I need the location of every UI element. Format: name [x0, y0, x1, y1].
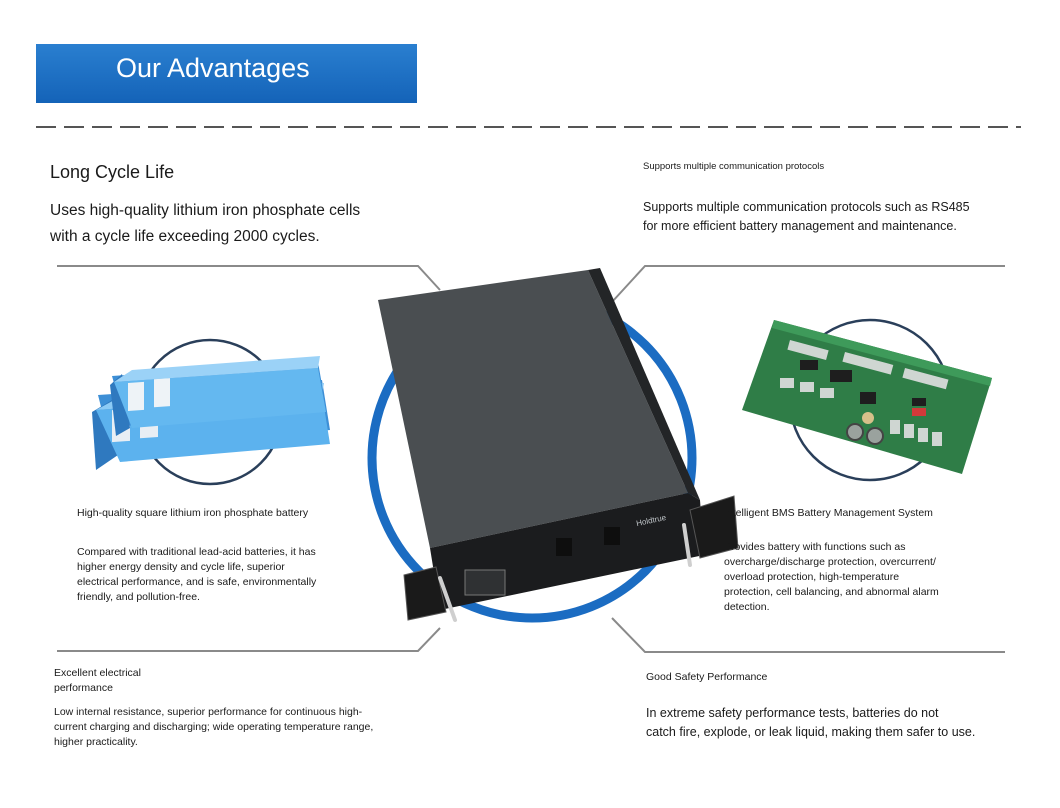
feature-bms-desc-line: Provides battery with functions such as [724, 541, 906, 553]
feature-safety-desc-line: In extreme safety performance tests, bat… [646, 706, 939, 720]
feature-cycle-life-desc: Uses high-quality lithium iron phosphate… [50, 198, 360, 250]
feature-safety-title: Good Safety Performance [646, 671, 768, 683]
feature-bms-title: Intelligent BMS Battery Management Syste… [724, 507, 933, 519]
battery-pack-illustration [378, 268, 739, 622]
feature-battery-cells-desc-line: higher energy density and cycle life, su… [77, 561, 285, 573]
feature-bms-desc-line: overcharge/discharge protection, overcur… [724, 556, 936, 568]
feature-electrical-title-line: performance [54, 682, 113, 694]
dashed-divider [36, 126, 1021, 128]
feature-electrical-desc-line: higher practicality. [54, 736, 138, 748]
feature-communication-title: Supports multiple communication protocol… [643, 161, 825, 172]
feature-electrical-desc: Low internal resistance, superior perfor… [54, 705, 373, 750]
lithium-cells-illustration [92, 356, 330, 470]
connector-line-bottom-left [57, 627, 441, 652]
feature-battery-cells-desc-line: friendly, and pollution-free. [77, 591, 200, 603]
bms-pcb-illustration [742, 320, 992, 474]
feature-battery-cells-desc: Compared with traditional lead-acid batt… [77, 545, 316, 605]
banner-title: Our Advantages [116, 53, 310, 83]
feature-cycle-life-desc-line: with a cycle life exceeding 2000 cycles. [50, 228, 320, 245]
feature-electrical-desc-line: Low internal resistance, superior perfor… [54, 706, 363, 718]
feature-bms-desc: Provides battery with functions such as … [724, 540, 939, 615]
feature-communication-desc: Supports multiple communication protocol… [643, 198, 970, 236]
feature-bms-desc-line: protection, cell balancing, and abnormal… [724, 586, 939, 598]
feature-electrical-desc-line: current charging and discharging; wide o… [54, 721, 374, 733]
feature-electrical-title-line: Excellent electrical [54, 667, 141, 679]
feature-communication-desc-line: Supports multiple communication protocol… [643, 200, 970, 214]
feature-safety-desc: In extreme safety performance tests, bat… [646, 704, 975, 742]
section-banner: Our Advantages [36, 44, 417, 103]
connector-line-bottom-right [611, 617, 1005, 653]
feature-battery-cells-desc-line: Compared with traditional lead-acid batt… [77, 546, 316, 558]
connector-lines [57, 265, 1005, 653]
feature-bms-desc-line: overload protection, high-temperature [724, 571, 900, 583]
feature-battery-cells-desc-line: electrical performance, and is safe, env… [77, 576, 317, 588]
feature-battery-cells-title: High-quality square lithium iron phospha… [77, 507, 309, 519]
feature-communication-desc-line: for more efficient battery management an… [643, 219, 957, 233]
connector-line-top-right [611, 265, 1005, 303]
feature-electrical-title: Excellent electrical performance [54, 666, 141, 696]
feature-cycle-life-desc-line: Uses high-quality lithium iron phosphate… [50, 202, 361, 219]
feature-safety-desc-line: catch fire, explode, or leak liquid, mak… [646, 725, 976, 739]
feature-cycle-life-title: Long Cycle Life [50, 162, 175, 182]
connector-line-top-left [57, 265, 441, 291]
feature-bms-desc-line: detection. [724, 601, 770, 613]
